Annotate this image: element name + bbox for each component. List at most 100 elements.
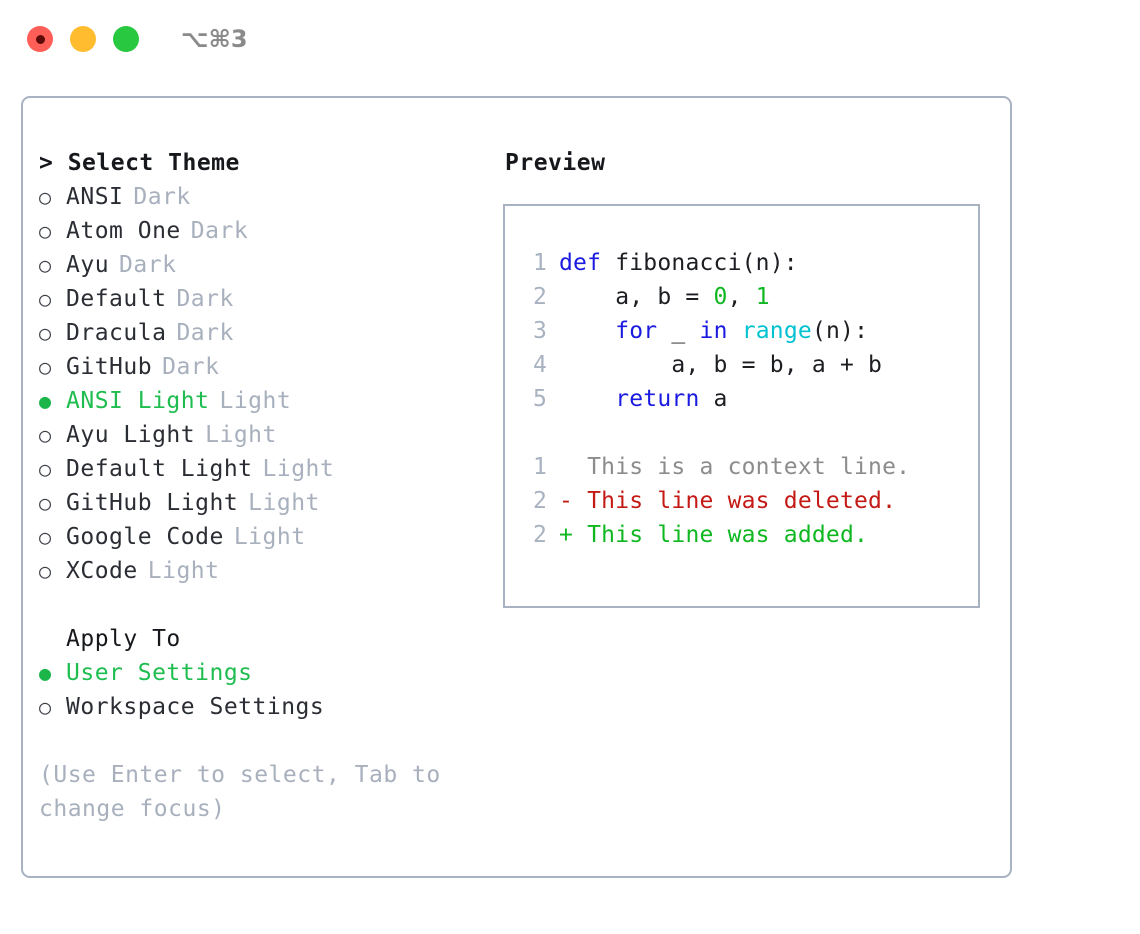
diff-marker: - bbox=[559, 488, 574, 514]
maximize-button[interactable] bbox=[113, 26, 139, 52]
radio-icon: ○ bbox=[39, 219, 52, 243]
apply-to-item-user-settings[interactable]: ● User Settings bbox=[39, 656, 503, 690]
preview-gap bbox=[517, 416, 978, 450]
theme-item-variant: Light bbox=[233, 524, 306, 550]
theme-item-label: XCode bbox=[66, 558, 138, 584]
theme-item-xcode[interactable]: ○ XCode Light bbox=[39, 554, 503, 588]
code-line: 1 def fibonacci(n): bbox=[517, 246, 978, 280]
window-controls bbox=[27, 26, 139, 52]
theme-item-label: Ayu Light bbox=[66, 422, 196, 448]
hint-spacer bbox=[39, 724, 503, 758]
radio-icon: ○ bbox=[39, 525, 52, 549]
theme-item-variant: Light bbox=[219, 388, 292, 414]
theme-item-label: Google Code bbox=[66, 524, 224, 550]
radio-icon: ○ bbox=[39, 423, 52, 447]
theme-item-variant: Dark bbox=[190, 218, 249, 244]
close-icon bbox=[35, 34, 45, 44]
theme-item-google-code[interactable]: ○ Google Code Light bbox=[39, 520, 503, 554]
theme-item-ayu-light[interactable]: ○ Ayu Light Light bbox=[39, 418, 503, 452]
theme-item-dracula-dark[interactable]: ○ Dracula Dark bbox=[39, 316, 503, 350]
theme-item-atom-one-dark[interactable]: ○ Atom One Dark bbox=[39, 214, 503, 248]
diff-text: This line was deleted. bbox=[573, 488, 897, 514]
theme-item-label: Atom One bbox=[66, 218, 181, 244]
theme-item-label: Default bbox=[66, 286, 167, 312]
theme-item-label: Ayu bbox=[66, 252, 110, 278]
theme-item-variant: Light bbox=[205, 422, 277, 448]
close-button[interactable] bbox=[27, 26, 53, 52]
main-panel: > Select Theme ○ ANSI Dark ○ Atom One Da… bbox=[21, 96, 1012, 878]
code-line: 2 a, b = 0, 1 bbox=[517, 280, 978, 314]
line-number: 2 bbox=[532, 522, 547, 548]
theme-list: ○ ANSI Dark ○ Atom One Dark ○ Ayu Dark bbox=[39, 180, 503, 588]
theme-item-github-dark[interactable]: ○ GitHub Dark bbox=[39, 350, 503, 384]
select-theme-header: > Select Theme bbox=[39, 150, 240, 176]
radio-icon: ○ bbox=[39, 355, 52, 379]
preview-box: 1 def fibonacci(n): 2 a, b = 0, 1 3 for … bbox=[503, 204, 980, 608]
theme-item-variant: Light bbox=[147, 558, 220, 584]
line-number: 2 bbox=[532, 488, 547, 514]
theme-item-label: Dracula bbox=[66, 320, 167, 346]
theme-item-variant: Dark bbox=[176, 286, 234, 312]
line-number: 4 bbox=[532, 352, 547, 378]
theme-item-ansi-dark[interactable]: ○ ANSI Dark bbox=[39, 180, 503, 214]
theme-item-label: GitHub bbox=[66, 354, 153, 380]
code-content: a, b = b, a + b bbox=[559, 352, 883, 378]
theme-item-label: ANSI Light bbox=[66, 388, 210, 414]
radio-icon: ○ bbox=[39, 695, 52, 719]
code-content: return a bbox=[615, 386, 728, 412]
theme-item-github-light[interactable]: ○ GitHub Light Light bbox=[39, 486, 503, 520]
diff-line-context: 1 This is a context line. bbox=[517, 450, 978, 484]
diff-sample: 1 This is a context line. 2 - This line … bbox=[517, 450, 978, 552]
theme-item-ansi-light[interactable]: ● ANSI Light Light bbox=[39, 384, 503, 418]
keyboard-shortcut-label: ⌥⌘3 bbox=[181, 25, 248, 53]
apply-to-item-label: User Settings bbox=[66, 660, 253, 686]
list-spacer bbox=[39, 588, 503, 622]
radio-icon: ○ bbox=[39, 491, 52, 515]
code-sample: 1 def fibonacci(n): 2 a, b = 0, 1 3 for … bbox=[517, 246, 978, 416]
line-number: 3 bbox=[532, 318, 547, 344]
line-number: 1 bbox=[532, 250, 547, 276]
line-number: 5 bbox=[532, 386, 547, 412]
code-line: 3 for _ in range(n): bbox=[517, 314, 978, 348]
apply-to-list: ● User Settings ○ Workspace Settings bbox=[39, 656, 503, 724]
radio-icon-selected: ● bbox=[39, 389, 52, 413]
code-content: def fibonacci(n): bbox=[559, 250, 798, 276]
diff-text: This is a context line. bbox=[573, 454, 911, 480]
code-line: 5 return a bbox=[517, 382, 978, 416]
theme-item-variant: Light bbox=[262, 456, 335, 482]
theme-selection-column: > Select Theme ○ ANSI Dark ○ Atom One Da… bbox=[23, 98, 503, 876]
theme-item-variant: Dark bbox=[119, 252, 177, 278]
code-content: for _ in range(n): bbox=[615, 318, 869, 344]
diff-marker bbox=[559, 450, 573, 484]
diff-marker: + bbox=[559, 522, 574, 548]
preview-header: Preview bbox=[505, 150, 606, 176]
title-bar: ⌥⌘3 bbox=[0, 0, 1140, 78]
theme-item-variant: Light bbox=[248, 490, 320, 516]
theme-item-variant: Dark bbox=[133, 184, 191, 210]
radio-icon: ○ bbox=[39, 457, 52, 481]
minimize-button[interactable] bbox=[70, 26, 96, 52]
radio-icon: ○ bbox=[39, 253, 52, 277]
diff-line-added: 2 + This line was added. bbox=[517, 518, 978, 552]
radio-icon: ○ bbox=[39, 559, 52, 583]
code-line: 4 a, b = b, a + b bbox=[517, 348, 978, 382]
line-number: 2 bbox=[532, 284, 547, 310]
theme-item-variant: Dark bbox=[176, 320, 234, 346]
preview-column: Preview 1 def fibonacci(n): 2 a, b = 0, … bbox=[503, 98, 1010, 876]
apply-to-header: Apply To bbox=[66, 626, 181, 652]
theme-item-label: Default Light bbox=[66, 456, 253, 482]
theme-item-default-dark[interactable]: ○ Default Dark bbox=[39, 282, 503, 316]
apply-to-item-label: Workspace Settings bbox=[66, 694, 325, 720]
theme-item-variant: Dark bbox=[162, 354, 220, 380]
line-number: 1 bbox=[532, 454, 547, 480]
code-content: a, b = 0, 1 bbox=[559, 284, 770, 310]
apply-to-item-workspace-settings[interactable]: ○ Workspace Settings bbox=[39, 690, 503, 724]
theme-item-ayu-dark[interactable]: ○ Ayu Dark bbox=[39, 248, 503, 282]
theme-item-default-light[interactable]: ○ Default Light Light bbox=[39, 452, 503, 486]
radio-icon: ○ bbox=[39, 287, 52, 311]
radio-icon: ○ bbox=[39, 321, 52, 345]
diff-line-deleted: 2 - This line was deleted. bbox=[517, 484, 978, 518]
radio-icon-selected: ● bbox=[39, 661, 52, 685]
theme-item-label: ANSI bbox=[66, 184, 124, 210]
